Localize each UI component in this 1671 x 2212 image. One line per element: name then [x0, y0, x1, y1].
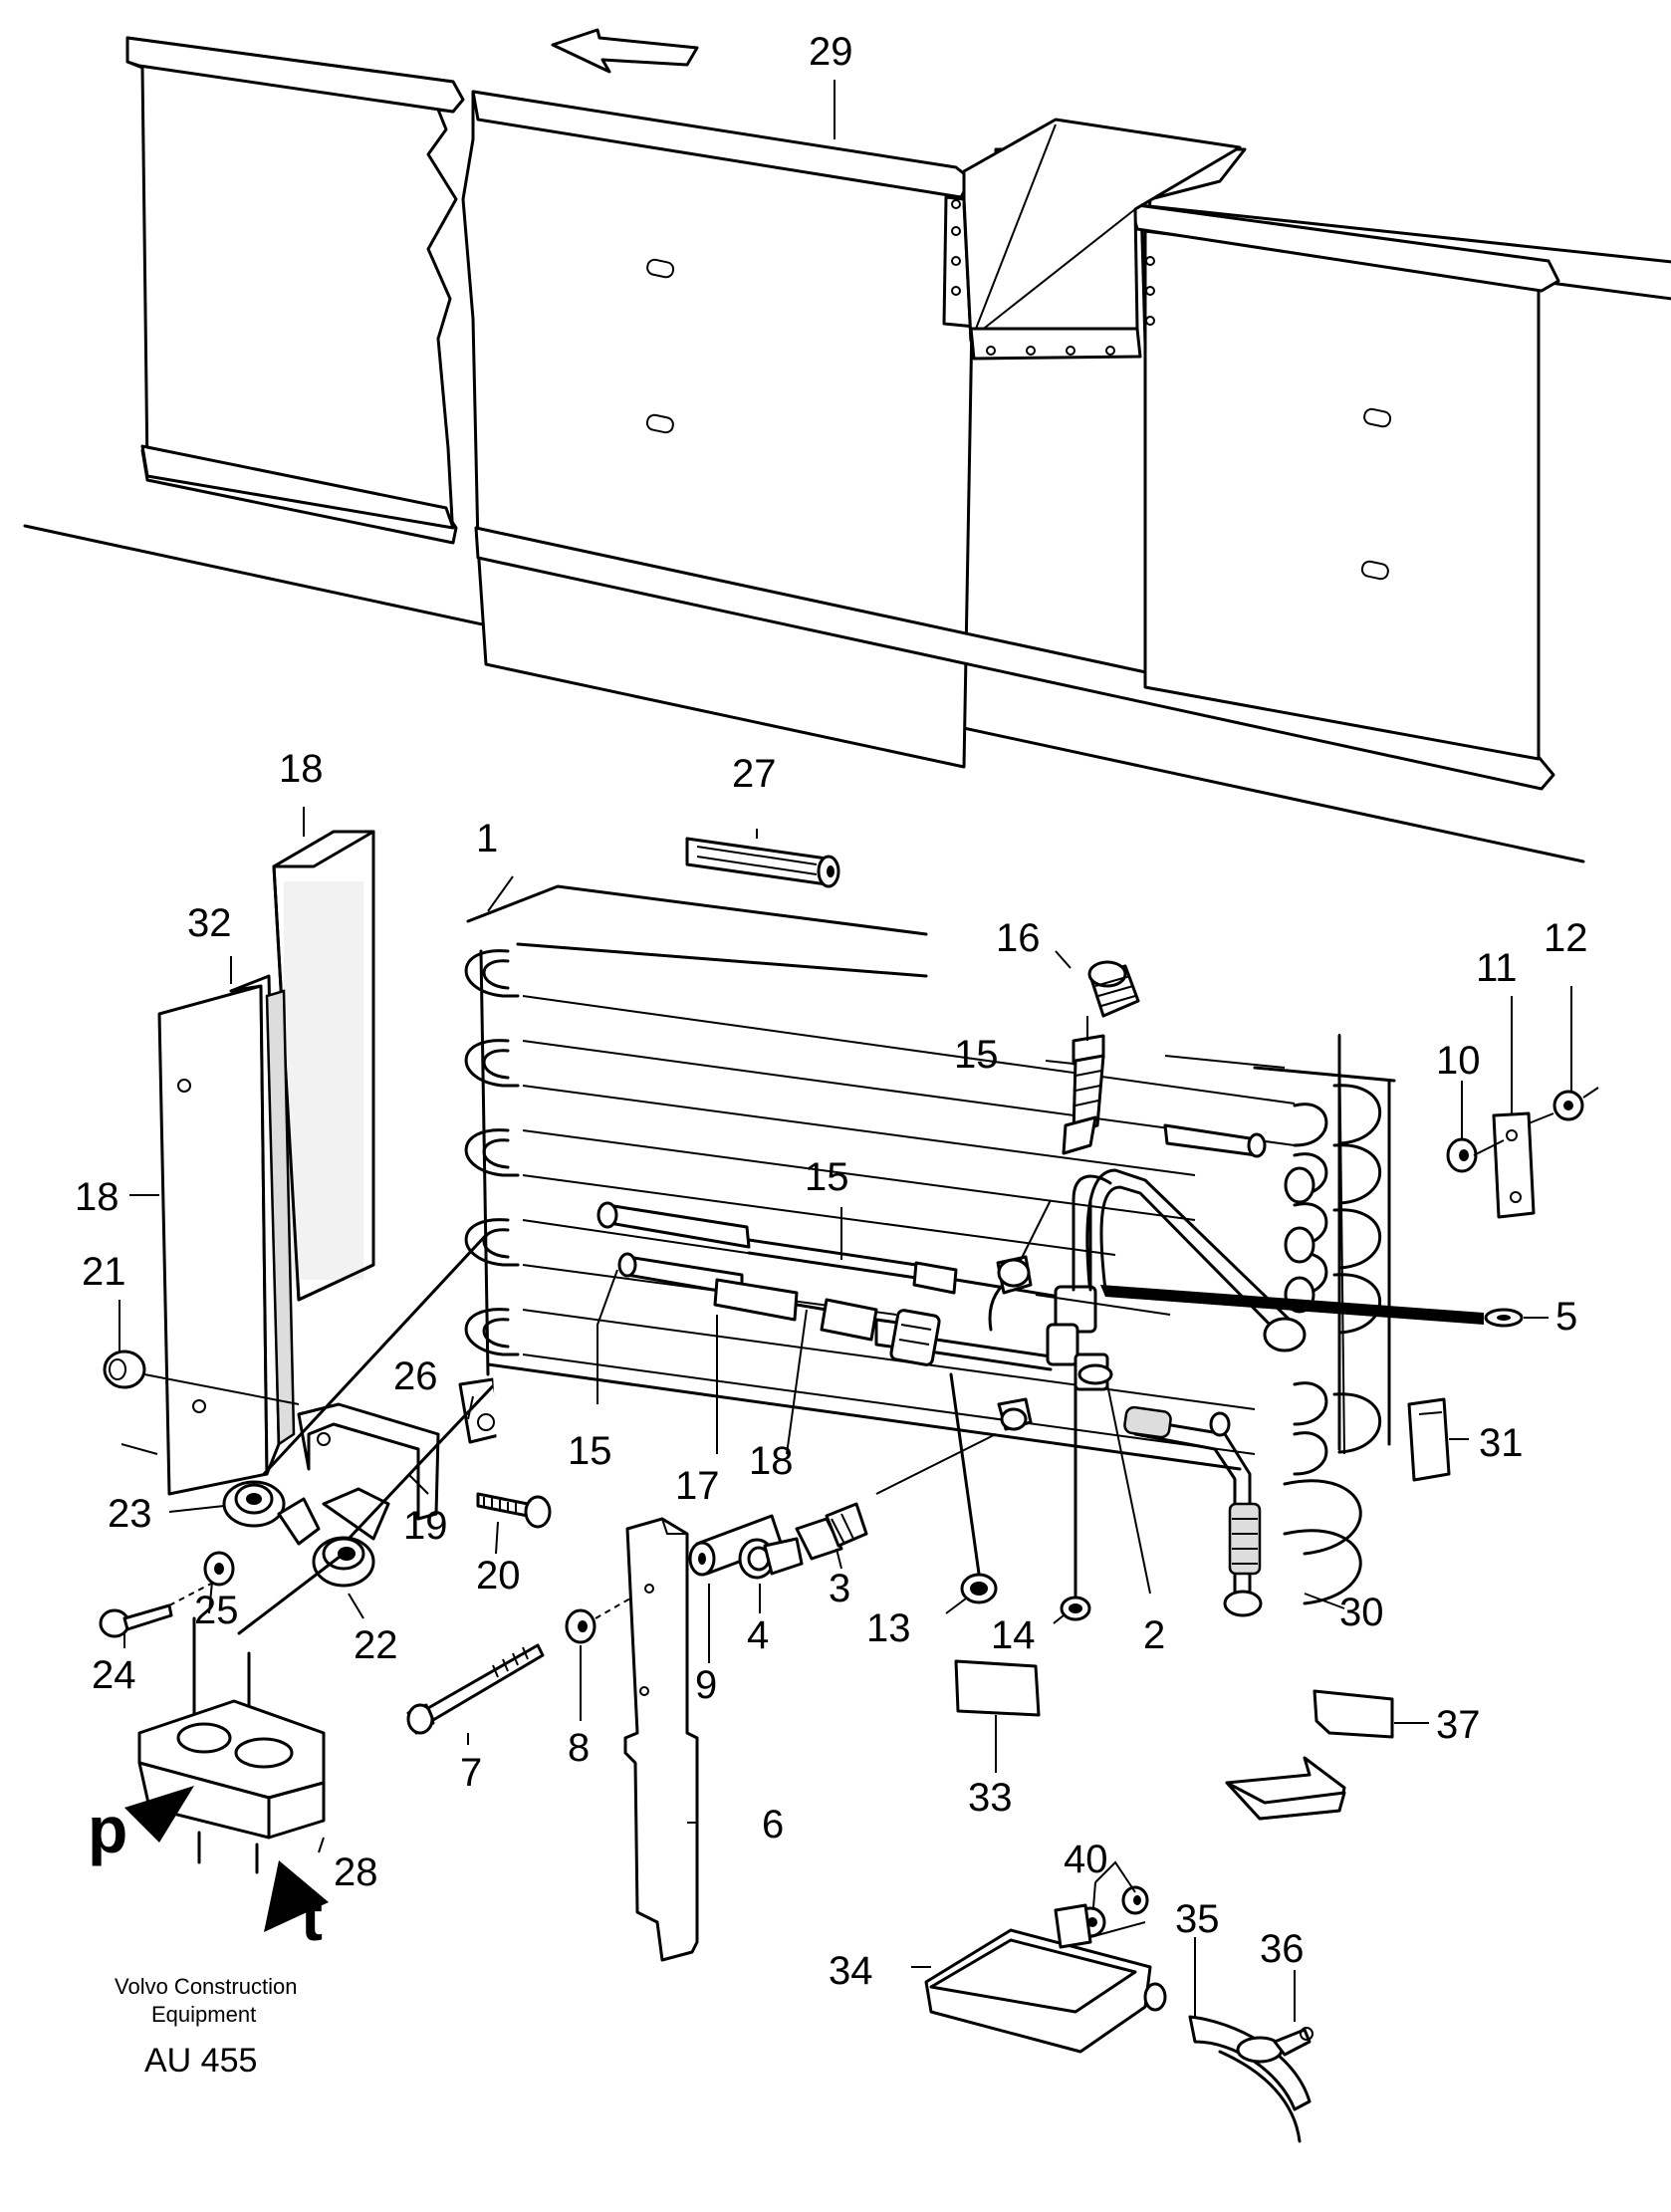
valve-block-30: [137, 1699, 326, 1874]
pad-39: [1313, 1689, 1394, 1739]
washer-5: [1100, 1285, 1524, 1328]
cap-4: [738, 1537, 804, 1580]
callout-20: 18: [75, 1175, 119, 1219]
callout-8: 8: [568, 1726, 590, 1770]
maker-line-1: Volvo Construction: [115, 1974, 297, 1999]
angle-bracket-20: [157, 974, 296, 1496]
callout-39: 37: [1436, 1703, 1481, 1747]
callout-36: 34: [829, 1949, 873, 1993]
drain-tray-36: [924, 1903, 1167, 2054]
callout-23: 21: [82, 1250, 126, 1294]
callout-labels: 29 1 27 18 32 18 21 26 23 19 20 25 22 24…: [75, 30, 1588, 1993]
bracket-6: [623, 1517, 699, 1962]
pipe-assembly: [597, 1174, 1171, 1495]
evaporator-core-1: [464, 884, 1399, 1633]
callout-13: 13: [866, 1606, 911, 1650]
port-p-arrow-icon: [124, 1786, 194, 1843]
callout-32: 30: [1339, 1591, 1384, 1634]
roof-panel-assembly: [23, 36, 1671, 863]
callout-17: 16: [996, 916, 1041, 960]
callout-26: 24: [92, 1653, 136, 1697]
callout-5: 5: [1555, 1295, 1577, 1339]
callout-34: 32: [187, 901, 232, 945]
callout-4: 4: [747, 1613, 769, 1657]
leader-lines: [119, 80, 1572, 2022]
tube-29: [685, 837, 840, 888]
callout-35: 33: [968, 1776, 1013, 1820]
callout-7: 7: [460, 1751, 482, 1795]
callout-38: 36: [1260, 1927, 1305, 1971]
callout-19: 18: [279, 747, 324, 791]
callout-22: 20: [476, 1554, 521, 1598]
callout-27: 25: [194, 1589, 239, 1632]
clamp-38: [1236, 2027, 1313, 2064]
callout-9: 9: [695, 1663, 717, 1707]
plate-11: [1473, 1111, 1536, 1219]
cap-17: [1087, 960, 1140, 1018]
drawing-code: AU 455: [144, 2042, 257, 2080]
callout-15b: 15: [805, 1155, 849, 1199]
callout-31: 29: [809, 30, 853, 74]
port-t-label: t: [301, 1880, 323, 1954]
callout-40: 40: [1064, 1838, 1108, 1881]
callout-29: 27: [732, 752, 777, 796]
service-valve-16: [1062, 1016, 1105, 1155]
callout-1: 1: [476, 817, 498, 860]
washer-27: [203, 1551, 235, 1587]
callout-6: 6: [762, 1803, 784, 1846]
grommet-24: [312, 1487, 390, 1588]
nut-12: [1528, 1087, 1599, 1124]
callout-28: 26: [393, 1354, 438, 1398]
callout-24: 22: [354, 1623, 398, 1667]
callout-3: 3: [829, 1567, 850, 1610]
foam-strip-19: [272, 830, 375, 1302]
direction-arrow-icon: [551, 28, 699, 74]
o-ring-13: [949, 1372, 998, 1604]
callout-15a: 15: [568, 1429, 612, 1473]
callout-37: 35: [1175, 1897, 1220, 1941]
nut-23: [103, 1350, 300, 1405]
washer-10: [1446, 1137, 1478, 1173]
hose-37: [1188, 2015, 1312, 2143]
callout-11: 11: [1476, 946, 1518, 990]
callout-21: 19: [403, 1504, 448, 1548]
o-ring-14: [1060, 1382, 1091, 1621]
fitting-3: [795, 1502, 868, 1561]
seal-33: [1407, 1397, 1451, 1482]
screw-26: [99, 1583, 212, 1638]
callout-10: 10: [1436, 1039, 1481, 1083]
bolt-7: [406, 1643, 545, 1735]
grommet-25: [222, 1480, 321, 1546]
pad-35: [954, 1659, 1041, 1717]
callout-30: 28: [334, 1850, 378, 1894]
port-p-label: p: [88, 1793, 127, 1866]
callout-25: 23: [108, 1492, 152, 1536]
callout-18b-text: 18: [749, 1439, 794, 1483]
callout-2: 2: [1143, 1613, 1165, 1657]
maker-line-2: Equipment: [151, 2002, 256, 2027]
port-t-arrow-icon: [264, 1860, 329, 1932]
callout-12: 12: [1544, 916, 1588, 960]
screw-22: [476, 1492, 552, 1529]
callout-18a-text: 17: [675, 1464, 720, 1508]
callout-16: 15: [954, 1033, 999, 1077]
callout-14: 14: [991, 1613, 1036, 1657]
callout-33: 31: [1479, 1421, 1524, 1465]
